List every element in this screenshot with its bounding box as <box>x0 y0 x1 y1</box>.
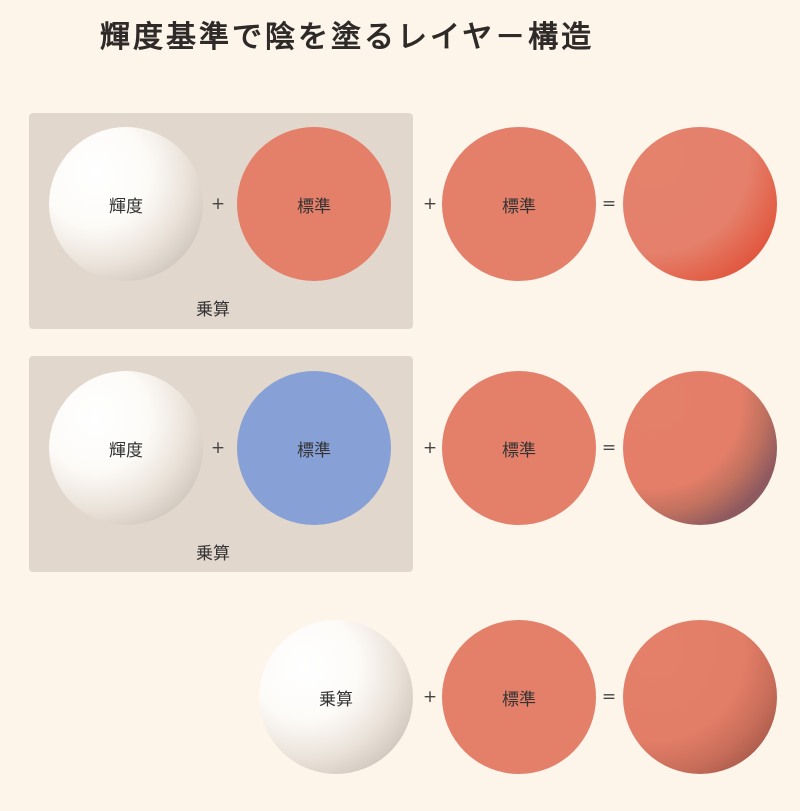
circle-label: 標準 <box>502 440 536 461</box>
page-title: 輝度基準で陰を塗るレイヤ－構造 <box>100 20 595 55</box>
circle-label: 標準 <box>297 196 331 217</box>
normal-blue-circle: 標準 <box>237 371 391 525</box>
normal-red-circle-3: 標準 <box>442 371 596 525</box>
normal-red-circle-2: 標準 <box>442 127 596 281</box>
equals-operator: = <box>601 194 617 214</box>
normal-red-circle-1: 標準 <box>237 127 391 281</box>
luminance-circle-1: 輝度 <box>49 127 203 281</box>
plus-operator: + <box>422 687 438 707</box>
circle-label: 輝度 <box>109 196 143 217</box>
plus-operator: + <box>422 438 438 458</box>
circle-label: 輝度 <box>109 440 143 461</box>
result-purple-shadow-circle <box>623 371 777 525</box>
circle-label: 標準 <box>297 440 331 461</box>
equals-operator: = <box>601 438 617 458</box>
multiply-luminance-circle: 乗算 <box>259 620 413 774</box>
plus-operator: + <box>210 194 226 214</box>
plus-operator: + <box>422 194 438 214</box>
circle-label: 標準 <box>502 196 536 217</box>
multiply-group-label-2: 乗算 <box>196 544 230 564</box>
plus-operator: + <box>210 438 226 458</box>
equals-operator: = <box>601 687 617 707</box>
normal-red-circle-4: 標準 <box>442 620 596 774</box>
luminance-circle-2: 輝度 <box>49 371 203 525</box>
result-dark-shadow-circle <box>623 620 777 774</box>
circle-label: 乗算 <box>319 689 353 710</box>
result-red-shadow-circle <box>623 127 777 281</box>
multiply-group-label-1: 乗算 <box>196 300 230 320</box>
circle-label: 標準 <box>502 689 536 710</box>
